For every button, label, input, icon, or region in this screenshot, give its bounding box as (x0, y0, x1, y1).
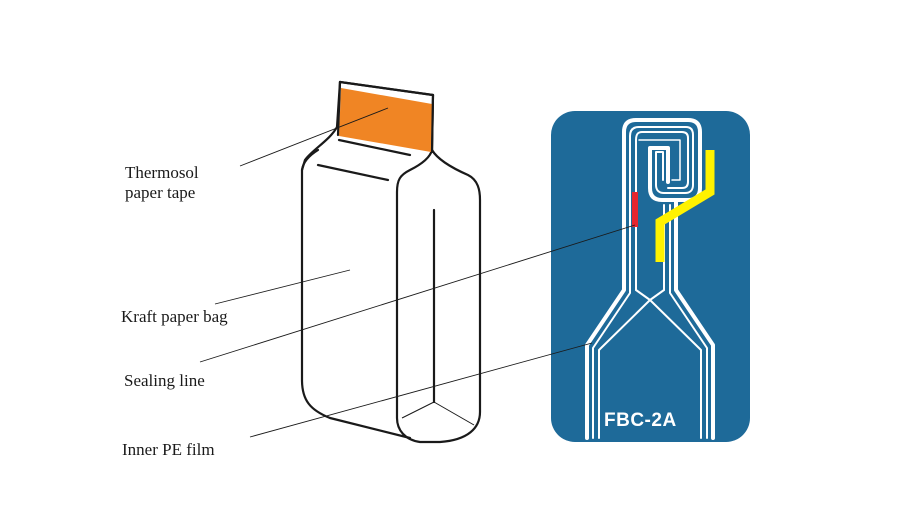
leader-lines (199, 107, 636, 438)
label-inner-pe-film: Inner PE film (122, 440, 215, 459)
seal-line-marker (632, 192, 638, 227)
label-thermosol-line2: paper tape (125, 183, 196, 202)
label-sealing-line: Sealing line (124, 371, 205, 390)
thermosol-tape (339, 88, 432, 152)
label-thermosol-line1: Thermosol (125, 163, 199, 182)
label-kraft-paper-bag: Kraft paper bag (121, 307, 228, 326)
label-thermosol: Thermosol paper tape (125, 163, 199, 203)
yellow-strip (655, 150, 715, 262)
model-label: FBC-2A (604, 410, 677, 431)
